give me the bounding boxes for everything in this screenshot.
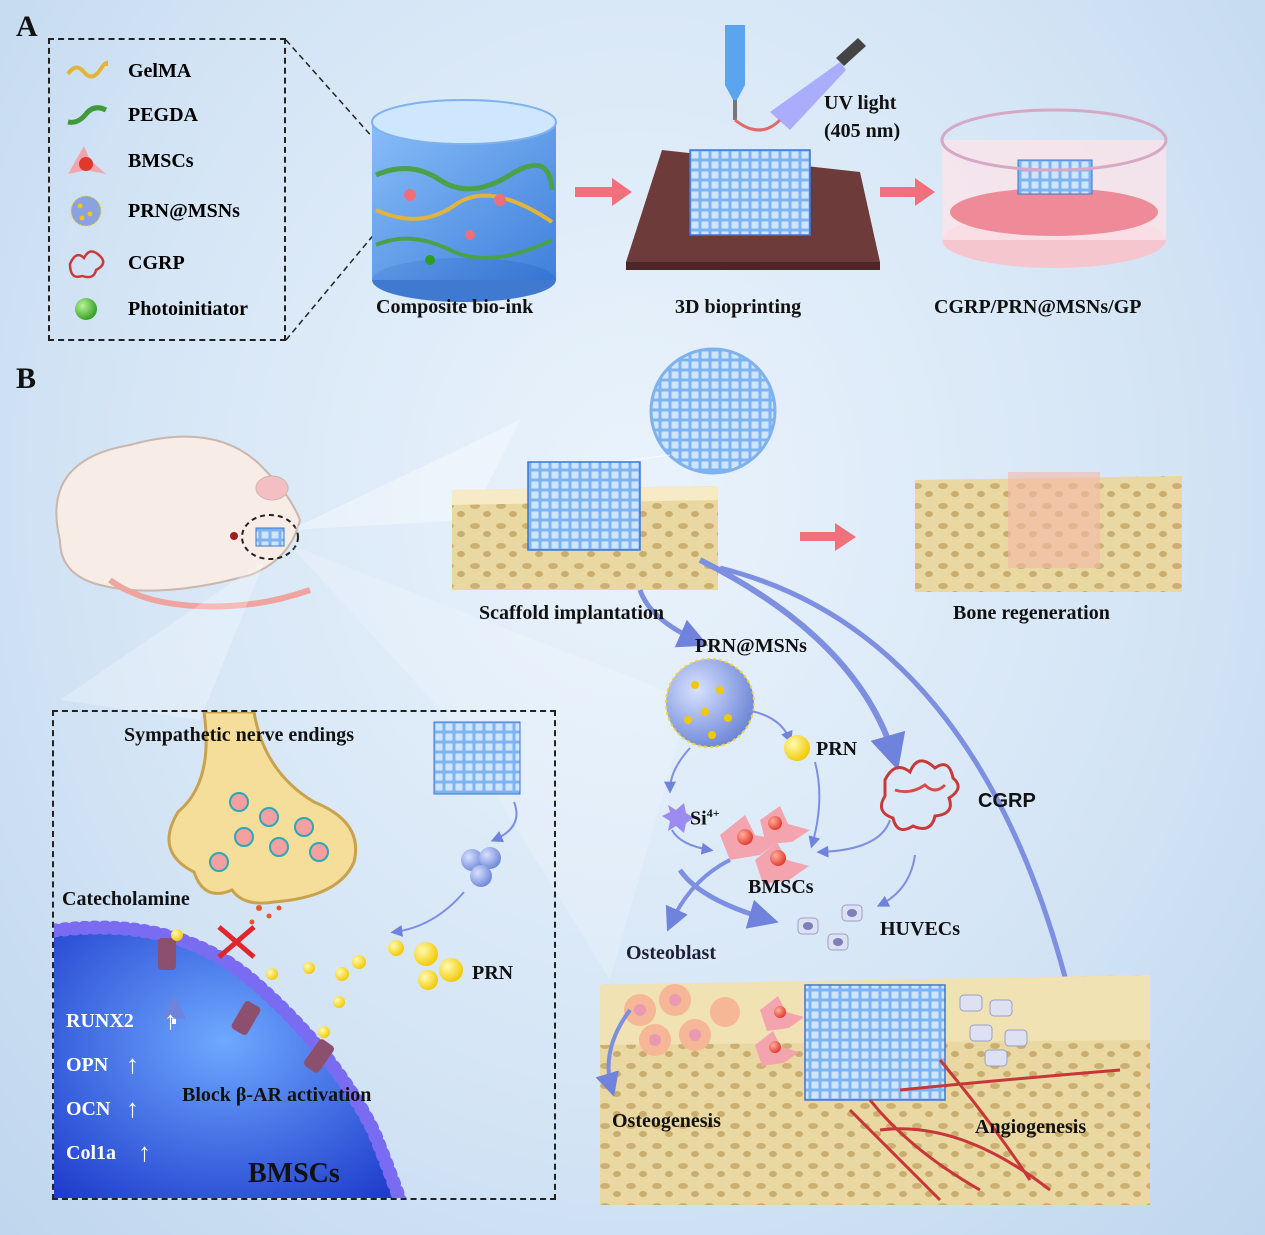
panel-letter-b: B [16,362,37,395]
si-ion-label: Si4+ [690,806,720,830]
uv-light-label: UV light [824,92,897,114]
scaffold-implantation-label: Scaffold implantation [479,602,665,624]
angiogenesis-label: Angiogenesis [975,1116,1087,1138]
inset-prn-label: PRN [472,962,514,984]
legend-item-cgrp: CGRP [64,246,185,280]
bmscs-label: BMSCs [748,876,814,898]
prn-sphere [784,735,810,761]
inset-bmscs-label: BMSCs [248,1158,340,1189]
product-label: CGRP/PRN@MSNs/GP [934,296,1142,318]
prn-label: PRN [816,738,858,760]
marker-col1a: Col1a [66,1142,116,1164]
zoom-circle [649,347,777,475]
bioprinting-label: 3D bioprinting [675,296,802,318]
arrow-to-angiogenesis [719,565,1102,1099]
up-arrow-icon: ↑ [126,1094,139,1123]
nerve-endings-label: Sympathetic nerve endings [124,724,354,746]
scaffold-implant-block [452,461,718,590]
cgrp-label: CGRP [978,790,1036,812]
composite-bioink-label: Composite bio-ink [376,296,534,318]
cgrp-protein [879,759,960,832]
legend-box: GelMA PEGDA BMSCs PRN@MSNs CGRP [48,38,286,341]
process-arrow-1 [575,178,632,206]
mechanism-inset: Sympathetic nerve endings Catecholamine … [52,710,556,1200]
prn-msns-label: PRN@MSNs [695,635,807,657]
petri-dish [940,108,1168,268]
block-activation-label: Block β-AR activation [182,1084,372,1106]
nanoparticle-icon [64,194,108,228]
up-arrow-icon: ↑ [138,1138,151,1167]
green-sphere-icon [64,292,108,326]
uv-wavelength-label: (405 nm) [824,120,901,142]
protein-icon [64,246,108,280]
bioprinting-setup [626,25,880,270]
inset-artwork [54,712,521,1198]
legend-item-gelma: GelMA [64,54,191,88]
legend-label: GelMA [128,59,192,82]
gelma-wave-icon [64,54,108,88]
bone-regeneration-block [915,472,1182,592]
arrow-to-cgrp [698,557,906,771]
legend-label: PRN@MSNs [128,199,240,222]
legend-label: Photoinitiator [128,297,248,320]
marker-ocn: OCN [66,1098,111,1120]
zoom-line-top [285,39,383,149]
process-arrow-2 [880,178,935,206]
regen-arrow [800,523,856,551]
legend-item-photoinitiator: Photoinitiator [64,292,248,326]
arrow-to-msns [637,589,709,648]
si-ion-icon [662,803,694,833]
up-arrow-icon: ↑ [126,1050,139,1079]
catecholamine-label: Catecholamine [62,888,190,910]
legend-item-pegda: PEGDA [64,98,198,132]
bmsc-cluster [720,806,810,884]
bone-regeneration-label: Bone regeneration [953,602,1110,624]
huvec-cells [797,904,863,951]
legend-item-bmscs: BMSCs [64,144,194,178]
legend-label: PEGDA [128,103,198,126]
bmsc-cell-icon [64,144,108,178]
prn-msns-particle [665,658,755,748]
regeneration-bone-block [600,975,1150,1205]
rat-illustration [55,435,311,610]
osteoblast-label: Osteoblast [626,942,716,964]
pegda-wave-icon [64,98,108,132]
legend-label: CGRP [128,251,185,274]
zoom-line-bottom [285,231,377,341]
legend-label: BMSCs [128,149,194,172]
marker-opn: OPN [66,1054,109,1076]
up-arrow-icon: ↑ [164,1006,177,1035]
huvecs-label: HUVECs [880,918,961,940]
bio-ink-cylinder [371,99,557,302]
osteogenesis-label: Osteogenesis [612,1110,721,1132]
legend-item-prn-msns: PRN@MSNs [64,194,240,228]
panel-letter-a: A [16,10,38,43]
marker-runx2: RUNX2 [66,1010,134,1032]
